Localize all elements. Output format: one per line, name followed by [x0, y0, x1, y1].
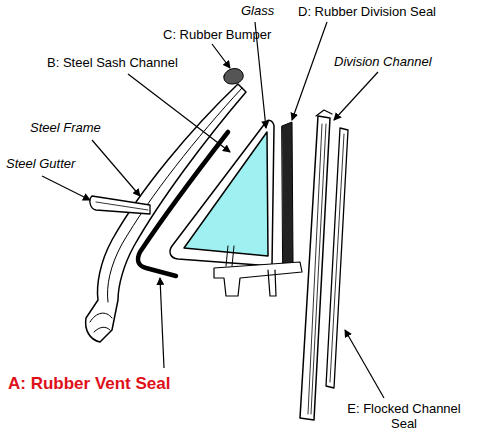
rubber-bumper — [224, 69, 243, 84]
pivot-post — [268, 270, 276, 296]
leader-line — [292, 22, 327, 120]
part-label: Steel Frame — [30, 121, 101, 136]
leader-line — [128, 74, 230, 152]
part-label: C: Rubber Bumper — [163, 28, 271, 43]
leader-line — [160, 278, 164, 368]
part-label: Division Channel — [334, 55, 432, 70]
pivot-bracket — [214, 262, 302, 296]
division-channel-groove — [308, 124, 326, 414]
part-label: Glass — [241, 4, 274, 19]
rubber-division-seal — [282, 122, 293, 266]
division-channel-top — [316, 110, 332, 116]
glass — [184, 132, 268, 256]
leader-line — [92, 140, 140, 196]
steel-frame-boot — [90, 313, 112, 332]
part-label: A: Rubber Vent Seal — [8, 374, 170, 394]
flocked-channel-seal — [326, 128, 348, 388]
leader-line — [345, 330, 384, 398]
part-label: D: Rubber Division Seal — [298, 5, 436, 20]
leader-line — [42, 176, 90, 200]
pivot-stud — [226, 246, 234, 266]
part-label: E: Flocked Channel Seal — [334, 402, 474, 432]
steel-gutter-edge — [96, 202, 148, 210]
part-label: B: Steel Sash Channel — [47, 56, 178, 71]
leader-line — [334, 72, 378, 120]
leader-line — [212, 44, 230, 68]
part-label: Steel Gutter — [6, 157, 75, 172]
flocked-channel-seal-groove — [330, 134, 344, 382]
steel-sash-channel — [170, 120, 274, 266]
steel-gutter — [90, 196, 150, 214]
division-channel — [300, 116, 330, 420]
